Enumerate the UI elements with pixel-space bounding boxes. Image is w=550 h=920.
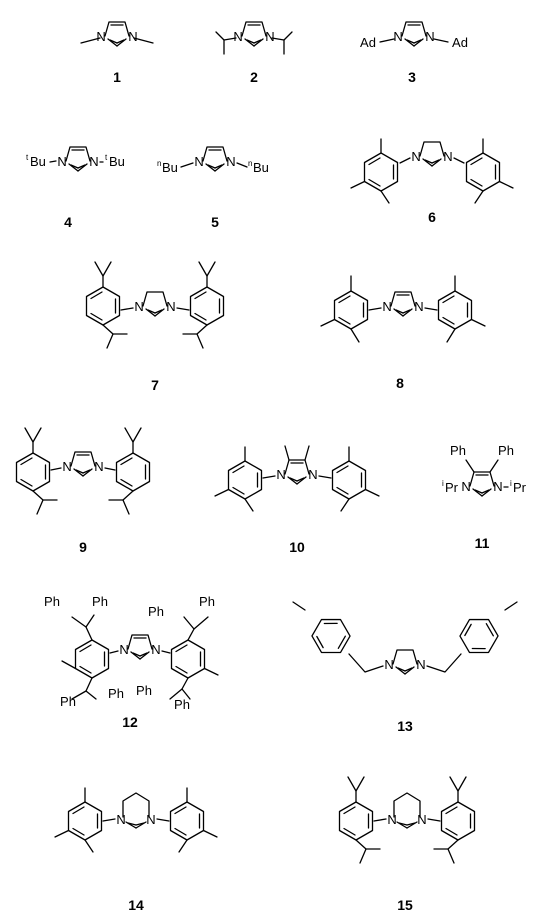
atom-n1: N bbox=[119, 642, 128, 657]
superscript-n1: n bbox=[157, 159, 161, 168]
compound-label: 5 bbox=[211, 214, 219, 230]
atom-r1: Ad bbox=[360, 35, 376, 50]
compound-label: 6 bbox=[428, 209, 436, 225]
atom-n2: N bbox=[443, 149, 452, 164]
atom-n2: N bbox=[417, 812, 426, 827]
atom-ph-7: Ph bbox=[136, 683, 152, 698]
compound-2: N N 2 bbox=[215, 21, 293, 85]
compound-15: N N 15 bbox=[338, 776, 476, 913]
atom-n1: N bbox=[57, 154, 66, 169]
atom-n2: N bbox=[89, 154, 98, 169]
atom-n1: N bbox=[393, 29, 402, 44]
atom-n2: N bbox=[226, 154, 235, 169]
atom-ph-3: Ph bbox=[148, 604, 164, 619]
compound-7: N N 7 bbox=[85, 261, 225, 393]
atom-ph1: Ph bbox=[450, 443, 466, 458]
atom-r1: Bu bbox=[30, 154, 46, 169]
compound-label: 4 bbox=[64, 214, 72, 230]
compound-label: 11 bbox=[475, 535, 490, 551]
atom-ph-4: Ph bbox=[199, 594, 215, 609]
atom-n1: N bbox=[387, 812, 396, 827]
atom-r1: Pr bbox=[445, 480, 459, 495]
atom-n1: N bbox=[116, 812, 125, 827]
atom-ph-6: Ph bbox=[108, 686, 124, 701]
atom-r2: Bu bbox=[253, 160, 269, 175]
atom-n1: N bbox=[411, 149, 420, 164]
atom-n2: N bbox=[151, 642, 160, 657]
atom-n2: N bbox=[265, 29, 274, 44]
atom-ph-5: Ph bbox=[60, 694, 76, 709]
atom-n2: N bbox=[308, 467, 317, 482]
atom-n1: N bbox=[382, 299, 391, 314]
superscript-n2: n bbox=[248, 159, 252, 168]
compound-4: t Bu N N t Bu 4 bbox=[26, 146, 125, 230]
atom-ph-1: Ph bbox=[44, 594, 60, 609]
compound-9: N N 9 bbox=[15, 427, 151, 555]
atom-r2: Ad bbox=[452, 35, 468, 50]
atom-n1: N bbox=[233, 29, 242, 44]
compound-5: n Bu N N n Bu 5 bbox=[157, 146, 269, 230]
superscript-i2: i bbox=[510, 479, 512, 488]
compound-13: N N 13 bbox=[292, 601, 518, 734]
atom-n2: N bbox=[493, 479, 502, 494]
compound-6: N N 6 bbox=[350, 138, 514, 225]
atom-n1: N bbox=[134, 299, 143, 314]
atom-r1: Bu bbox=[162, 160, 178, 175]
compound-label: 1 bbox=[113, 69, 121, 85]
compound-14: N N 14 bbox=[54, 787, 218, 913]
atom-n2: N bbox=[146, 812, 155, 827]
compound-label: 12 bbox=[122, 714, 138, 730]
superscript-t1: t bbox=[26, 153, 29, 162]
compound-8: N N 8 bbox=[320, 275, 486, 391]
atom-n2: N bbox=[414, 299, 423, 314]
atom-ph-8: Ph bbox=[174, 697, 190, 712]
atom-n1: N bbox=[384, 657, 393, 672]
compound-label: 7 bbox=[151, 377, 159, 393]
superscript-t2: t bbox=[105, 153, 108, 162]
atom-n2: N bbox=[128, 29, 137, 44]
compound-label: 8 bbox=[396, 375, 404, 391]
atom-n1: N bbox=[461, 479, 470, 494]
compound-3: N N Ad Ad 3 bbox=[360, 21, 468, 85]
compound-label: 13 bbox=[397, 718, 413, 734]
compound-1: N N 1 bbox=[80, 21, 154, 85]
atom-n1: N bbox=[276, 467, 285, 482]
compound-label: 10 bbox=[289, 539, 305, 555]
atom-n1: N bbox=[96, 29, 105, 44]
atom-n1: N bbox=[194, 154, 203, 169]
atom-n2: N bbox=[416, 657, 425, 672]
atom-ph-2: Ph bbox=[92, 594, 108, 609]
atom-n1: N bbox=[62, 459, 71, 474]
compound-11: Ph Ph N N i Pr i Pr 11 bbox=[442, 443, 527, 551]
compound-label: 15 bbox=[397, 897, 413, 913]
compound-12: N N Ph Ph Ph Ph Ph Ph Ph Ph 12 bbox=[44, 594, 219, 730]
compound-label: 3 bbox=[408, 69, 416, 85]
atom-r2: Pr bbox=[513, 480, 527, 495]
compound-10: N N 10 bbox=[214, 445, 380, 555]
atom-n2: N bbox=[166, 299, 175, 314]
atom-n2: N bbox=[425, 29, 434, 44]
compound-label: 14 bbox=[128, 897, 144, 913]
compound-label: 2 bbox=[250, 69, 258, 85]
atom-n2: N bbox=[94, 459, 103, 474]
superscript-i1: i bbox=[442, 479, 444, 488]
atom-ph2: Ph bbox=[498, 443, 514, 458]
compound-label: 9 bbox=[79, 539, 87, 555]
atom-r2: Bu bbox=[109, 154, 125, 169]
